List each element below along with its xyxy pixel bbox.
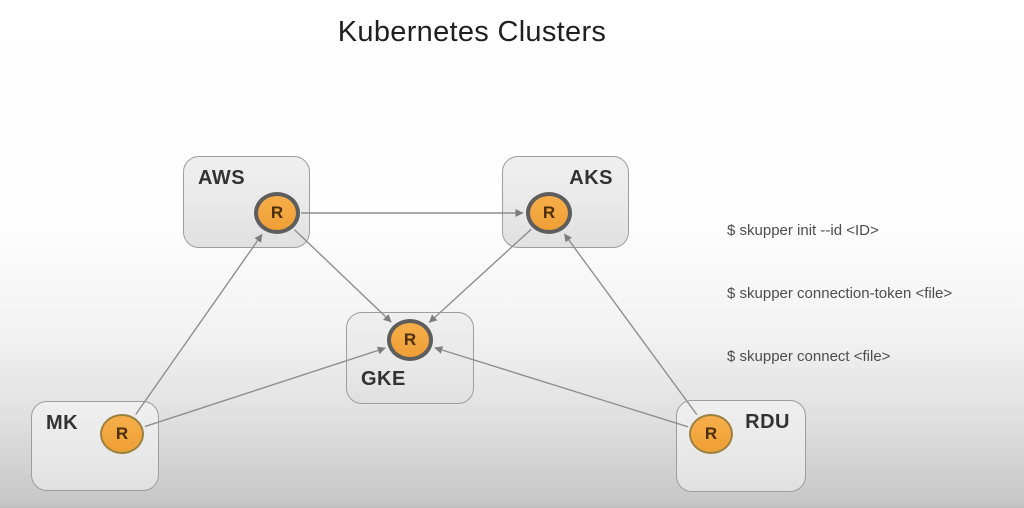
command-line-1: $ skupper init --id <ID> (727, 222, 879, 239)
cluster-box-mk: MK (31, 401, 159, 491)
cluster-label-aks: AKS (569, 167, 613, 189)
command-list: $ skupper init --id <ID> $ skupper conne… (727, 178, 952, 409)
cluster-label-aws: AWS (198, 167, 246, 189)
command-line-2: $ skupper connection-token <file> (727, 285, 953, 302)
router-node-aks: R (526, 192, 572, 234)
command-line-3: $ skupper connect <file> (727, 348, 891, 365)
cluster-label-rdu: RDU (745, 411, 790, 433)
cluster-box-aws: AWS (183, 156, 310, 248)
cluster-label-mk: MK (46, 412, 79, 434)
router-node-aws: R (254, 192, 300, 234)
cluster-label-gke: GKE (361, 368, 406, 390)
edge-aws-to-gke (293, 229, 392, 323)
page-title: Kubernetes Clusters (337, 16, 607, 48)
router-letter: R (704, 424, 718, 443)
router-letter: R (270, 203, 284, 222)
edge-rdu-to-aks (563, 233, 698, 416)
router-node-mk: R (100, 414, 144, 454)
router-node-gke: R (387, 319, 433, 361)
router-letter: R (542, 203, 556, 222)
router-letter: R (403, 330, 417, 349)
router-letter: R (115, 424, 129, 443)
cluster-box-rdu: RDU (676, 400, 806, 492)
edge-mk-to-aws (135, 233, 263, 415)
router-node-rdu: R (689, 414, 733, 454)
